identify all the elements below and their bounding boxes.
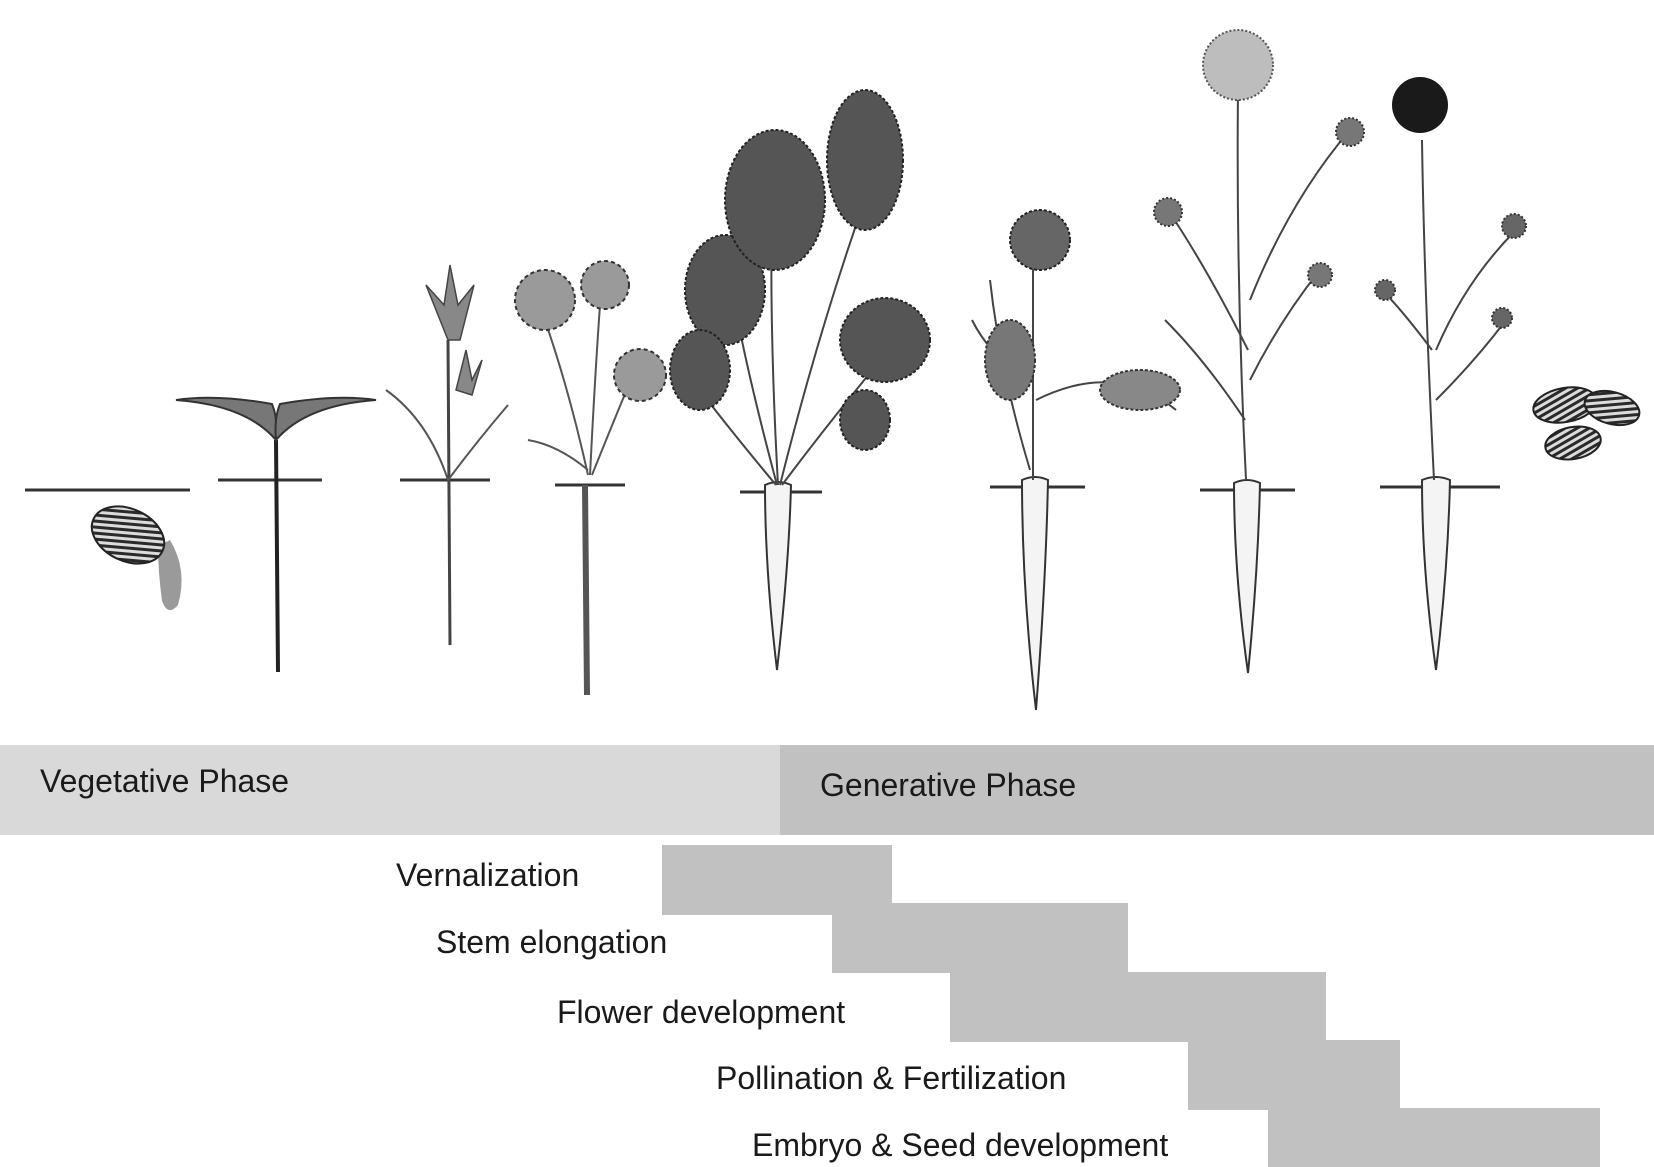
embryo-seed-development-label: Embryo & Seed development	[752, 1127, 1169, 1163]
vernalization-label: Vernalization	[396, 857, 580, 893]
vegetative-phase-bar	[0, 745, 780, 835]
stage-mature-vegetative-carrot	[669, 89, 931, 671]
flower-development-bar	[950, 972, 1326, 1042]
stage-flowering-plant	[1153, 29, 1365, 674]
embryo-seed-development-bar	[1268, 1108, 1600, 1167]
stage-bolting-plant	[971, 209, 1181, 711]
stage-seed-bearing-plant	[1374, 77, 1527, 671]
stem-elongation-label: Stem elongation	[436, 924, 668, 960]
generative-phase-label: Generative Phase	[820, 767, 1077, 803]
generative-phase-bar	[780, 745, 1654, 835]
stage-young-plant	[514, 260, 667, 696]
vegetative-phase-label: Vegetative Phase	[40, 763, 290, 799]
stage-seeds	[1532, 386, 1641, 461]
plant-development-illustration	[25, 29, 1641, 711]
stage-seed-germination	[25, 488, 190, 611]
stage-first-true-leaf	[385, 264, 509, 646]
stem-elongation-bar	[832, 903, 1128, 973]
pollination-fertilization-bar	[1188, 1040, 1400, 1110]
stage-cotyledon-seedling	[175, 396, 377, 673]
flower-development-label: Flower development	[557, 994, 846, 1030]
pollination-fertilization-label: Pollination & Fertilization	[716, 1060, 1067, 1096]
